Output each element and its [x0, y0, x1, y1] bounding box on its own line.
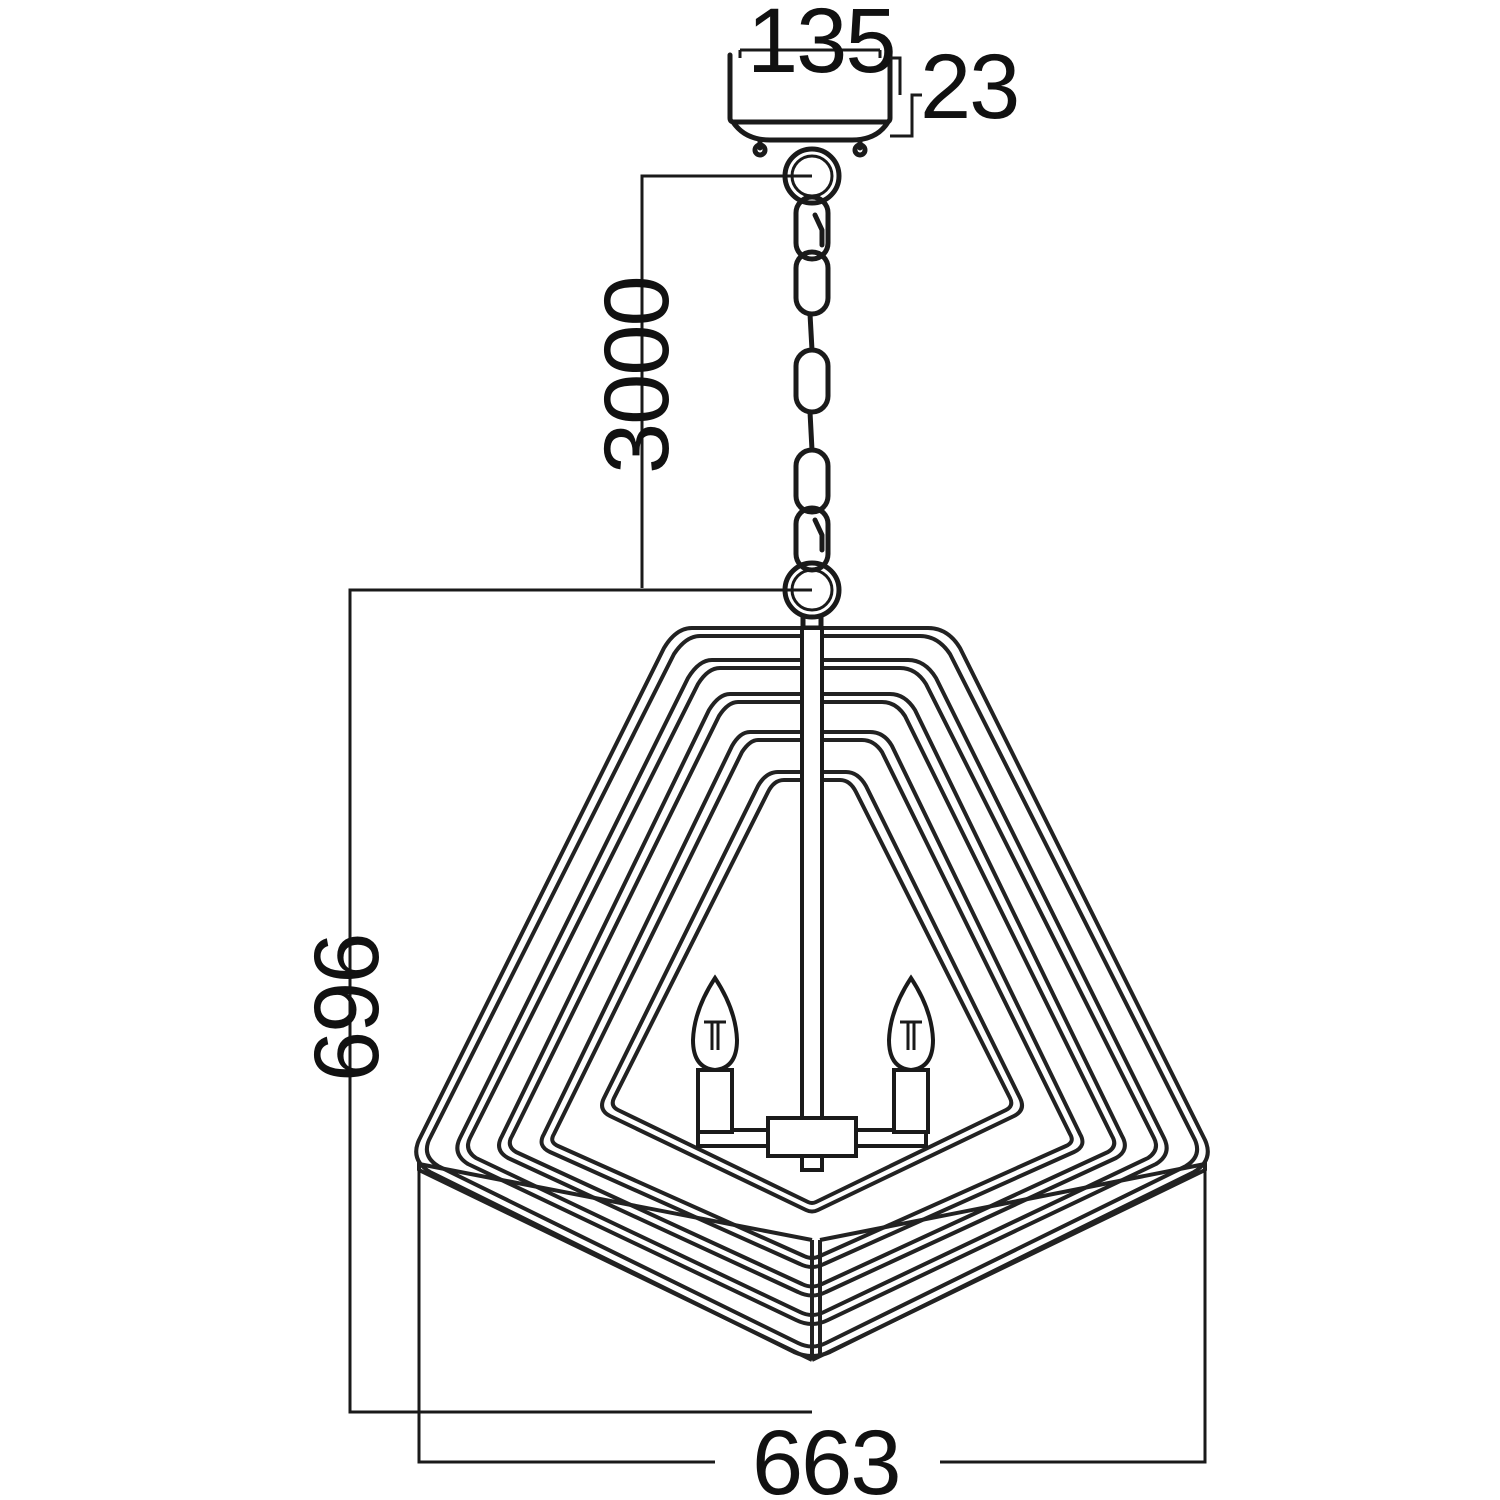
frame-ring-5	[600, 770, 1024, 1214]
left-candle-sleeve	[696, 1068, 734, 1134]
right-candle	[886, 974, 936, 1134]
body-width-dimension: 663	[417, 1170, 1207, 1500]
right-candle-sleeve	[892, 1068, 930, 1134]
canopy-height-dimension: 23	[890, 36, 1020, 138]
body-height-label: 696	[296, 935, 398, 1083]
center-rod	[800, 626, 824, 1120]
bulb-icon	[690, 974, 740, 1073]
canopy-width-dimension: 135	[738, 0, 897, 92]
canopy-height-label: 23	[920, 36, 1018, 138]
lower-front-faces	[417, 1162, 1207, 1362]
chain-length-label: 3000	[586, 277, 688, 474]
body-height-dimension: 696	[296, 588, 812, 1414]
canopy-width-label: 135	[747, 0, 895, 92]
light-fixture-core	[690, 626, 936, 1172]
hub-finial	[800, 1154, 824, 1172]
chain-length-dimension: 3000	[586, 174, 812, 588]
bulb-icon	[886, 974, 936, 1073]
body-width-label: 663	[752, 1412, 900, 1500]
ceiling-canopy	[727, 52, 893, 158]
chain	[782, 146, 842, 631]
pentagon-frame-rings	[414, 626, 1210, 1362]
hub	[766, 1116, 858, 1158]
left-candle	[690, 974, 740, 1134]
